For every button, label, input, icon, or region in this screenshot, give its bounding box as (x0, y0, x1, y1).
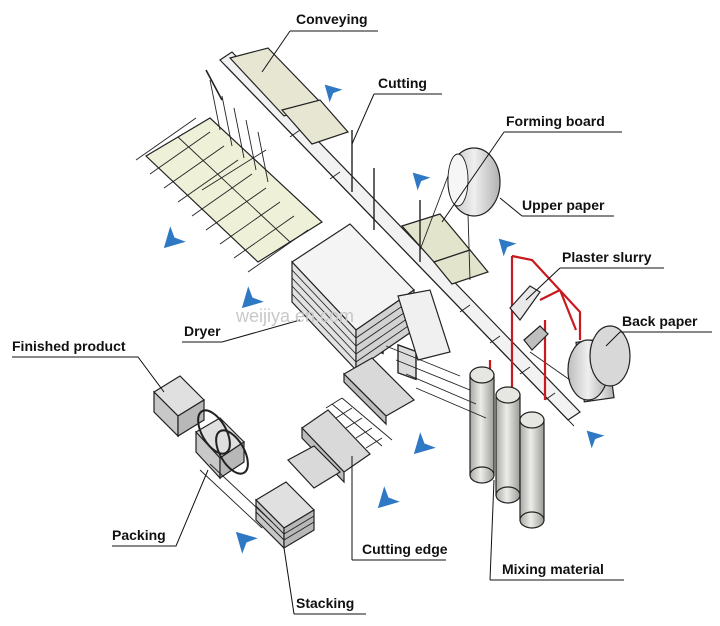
label-dryer: Dryer (184, 323, 221, 339)
label-back-paper: Back paper (622, 313, 698, 329)
main-conveyor (219, 47, 581, 427)
transfer-table (135, 69, 323, 273)
mixing-tank (495, 394, 521, 496)
label-stacking: Stacking (296, 595, 354, 611)
flow-arrows (163, 84, 605, 554)
label-packing: Packing (112, 527, 166, 543)
upper-paper-roll (419, 147, 501, 281)
dryer-door-plate (397, 289, 451, 361)
flow-arrow-icon (377, 486, 400, 509)
flow-arrow-icon (413, 432, 436, 455)
back-paper-roll (529, 325, 631, 403)
label-cutting-edge: Cutting edge (362, 541, 448, 557)
label-forming-board: Forming board (506, 113, 605, 129)
cutter-frame (397, 343, 417, 381)
flow-arrow-icon (412, 172, 431, 191)
packing-ring (215, 429, 249, 475)
label-plaster-slurry: Plaster slurry (562, 249, 652, 265)
packing-ring (197, 409, 231, 455)
mixing-tank (469, 374, 495, 476)
flow-arrow-icon (241, 286, 264, 309)
flow-arrow-icon (586, 430, 605, 449)
flow-arrow-icon (324, 84, 343, 103)
flow-arrow-icon (235, 531, 258, 554)
mixing-tanks (469, 366, 545, 529)
packing-station (153, 375, 273, 529)
watermark-text: weijiya.en.com (235, 306, 354, 326)
label-cutting: Cutting (378, 75, 427, 91)
stacking-station (255, 445, 341, 550)
label-upper-paper: Upper paper (522, 197, 605, 213)
dryer (291, 223, 487, 419)
label-conveying: Conveying (296, 11, 368, 27)
forming-board-strip (432, 249, 490, 285)
flow-arrow-icon (498, 238, 517, 257)
board-on-conveyor (280, 99, 350, 145)
leader-lines (12, 30, 712, 615)
slurry-pipe (510, 254, 582, 500)
flow-arrow-icon (163, 226, 186, 249)
label-mixing-material: Mixing material (502, 561, 604, 577)
label-finished-product: Finished product (12, 338, 126, 354)
mixing-tank (519, 419, 545, 521)
